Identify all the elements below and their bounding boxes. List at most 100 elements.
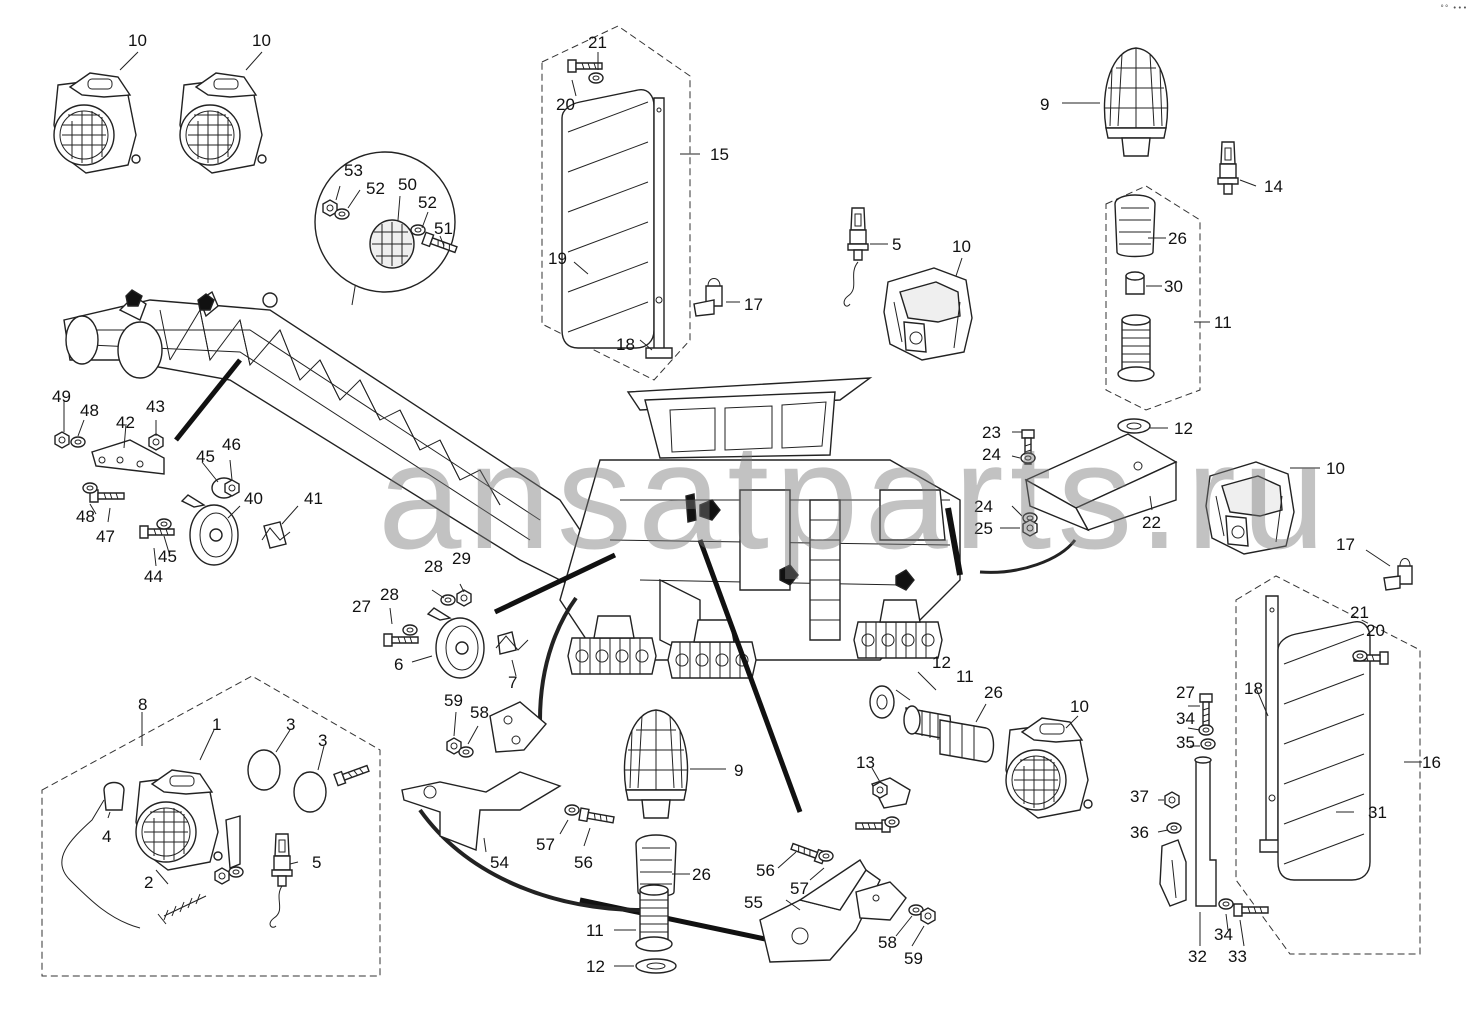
label-16: 16 <box>1422 753 1441 772</box>
label-10: 10 <box>952 237 971 256</box>
label-11: 11 <box>586 921 604 940</box>
label-26: 26 <box>984 683 1003 702</box>
beacon-bracket-54 <box>401 701 616 853</box>
corner-mark: °° ••• <box>1440 4 1468 12</box>
label-45: 45 <box>196 447 215 466</box>
work-lamp-kit-8 <box>41 675 381 977</box>
label-59: 59 <box>904 949 923 968</box>
beacon-top <box>1103 47 1169 157</box>
label-58: 58 <box>470 703 489 722</box>
label-44: 44 <box>144 567 163 586</box>
label-43: 43 <box>146 397 165 416</box>
label-1: 1 <box>212 715 221 734</box>
label-26: 26 <box>692 865 711 884</box>
label-36: 36 <box>1130 823 1149 842</box>
horn-6-assembly <box>383 583 529 679</box>
beacon-bottom <box>623 709 689 819</box>
label-58: 58 <box>878 933 897 952</box>
beacon-bracket-55 <box>759 840 936 963</box>
label-8: 8 <box>138 695 147 714</box>
label-55: 55 <box>744 893 763 912</box>
label-47: 47 <box>96 527 115 546</box>
label-5: 5 <box>312 853 321 872</box>
label-20: 20 <box>556 95 575 114</box>
label-12: 12 <box>586 957 605 976</box>
mirror-assembly-right <box>1235 549 1422 955</box>
label-11: 11 <box>956 667 974 686</box>
label-17: 17 <box>1336 535 1355 554</box>
beacon-socket-side <box>869 671 995 763</box>
label-56: 56 <box>574 853 593 872</box>
label-42: 42 <box>116 413 135 432</box>
label-9: 9 <box>734 761 743 780</box>
horn-bracket-assembly <box>54 400 299 567</box>
bulb-14 <box>1217 141 1239 195</box>
label-48: 48 <box>76 507 95 526</box>
label-50: 50 <box>398 175 417 194</box>
label-10: 10 <box>128 31 147 50</box>
label-13: 13 <box>856 753 875 772</box>
label-28: 28 <box>424 557 443 576</box>
label-15: 15 <box>710 145 729 164</box>
label-37: 37 <box>1130 787 1149 806</box>
label-26: 26 <box>1168 229 1187 248</box>
label-24: 24 <box>982 445 1001 464</box>
beacon-mount-kit-top <box>1105 185 1210 411</box>
label-28: 28 <box>380 585 399 604</box>
label-46: 46 <box>222 435 241 454</box>
label-49: 49 <box>52 387 71 406</box>
label-40: 40 <box>244 489 263 508</box>
work-lamp-center <box>883 267 973 361</box>
mount-13 <box>855 767 911 833</box>
label-10: 10 <box>1070 697 1089 716</box>
label-11: 11 <box>1214 313 1232 332</box>
label-35: 35 <box>1176 733 1195 752</box>
label-3: 3 <box>318 731 327 750</box>
label-7: 7 <box>508 673 517 692</box>
work-lamp-bottom-right <box>1005 717 1093 819</box>
label-41: 41 <box>304 489 323 508</box>
label-51: 51 <box>434 219 453 238</box>
label-17: 17 <box>744 295 763 314</box>
label-52: 52 <box>366 179 385 198</box>
label-52: 52 <box>418 193 437 212</box>
label-54: 54 <box>490 853 509 872</box>
mirror-assembly-top <box>541 25 740 381</box>
label-27: 27 <box>1176 683 1195 702</box>
label-12: 12 <box>932 653 951 672</box>
label-45: 45 <box>158 547 177 566</box>
label-19: 19 <box>548 249 567 268</box>
label-18: 18 <box>616 335 635 354</box>
work-lamp-left-2 <box>179 72 267 174</box>
label-48: 48 <box>80 401 99 420</box>
label-57: 57 <box>790 879 809 898</box>
callout-labels: 10 10 21 20 15 19 18 17 9 14 5 10 26 30 … <box>52 31 1441 976</box>
label-23: 23 <box>982 423 1001 442</box>
label-14: 14 <box>1264 177 1283 196</box>
label-53: 53 <box>344 161 363 180</box>
label-20: 20 <box>1366 621 1385 640</box>
label-9: 9 <box>1040 95 1049 114</box>
mirror-arm-32 <box>1157 693 1269 947</box>
label-32: 32 <box>1188 947 1207 966</box>
label-10: 10 <box>1326 459 1345 478</box>
label-18: 18 <box>1244 679 1263 698</box>
label-6: 6 <box>394 655 403 674</box>
label-21: 21 <box>588 33 607 52</box>
beacon-mount-bottom <box>614 834 690 974</box>
label-25: 25 <box>974 519 993 538</box>
work-lamp-left-1 <box>53 72 141 174</box>
label-27: 27 <box>352 597 371 616</box>
label-21: 21 <box>1350 603 1369 622</box>
label-10: 10 <box>252 31 271 50</box>
label-24: 24 <box>974 497 993 516</box>
label-34: 34 <box>1176 709 1195 728</box>
label-57: 57 <box>536 835 555 854</box>
label-56: 56 <box>756 861 775 880</box>
machine-assembly <box>63 184 1077 943</box>
label-34: 34 <box>1214 925 1233 944</box>
label-59: 59 <box>444 691 463 710</box>
beacon-bracket-22 <box>1000 418 1178 537</box>
label-4: 4 <box>102 827 111 846</box>
